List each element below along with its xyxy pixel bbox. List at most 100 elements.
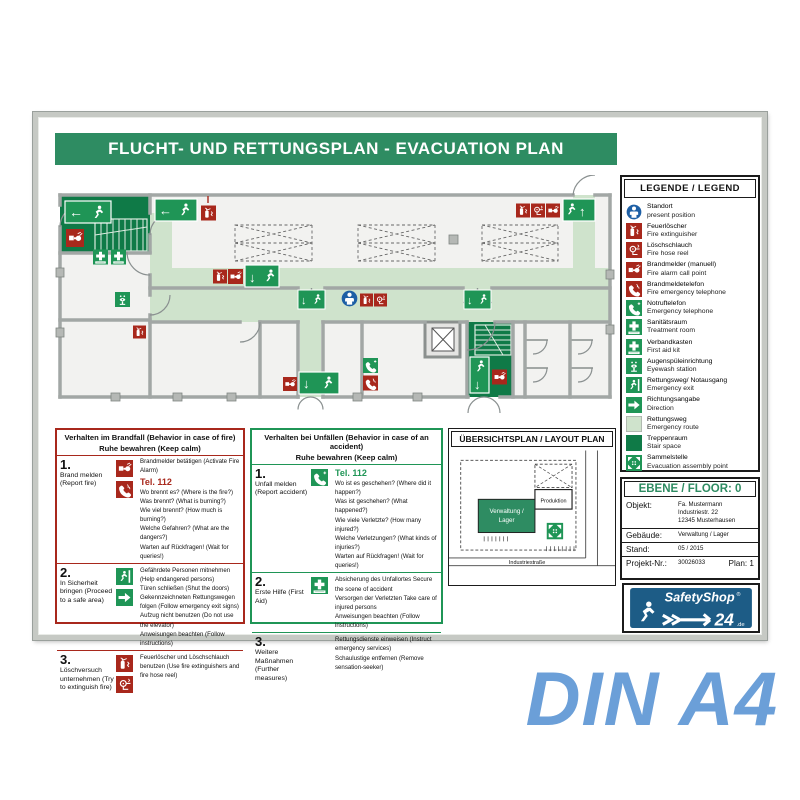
legend-label-de: Rettungsweg/ Notausgang: [647, 377, 728, 385]
instruction-line: Was ist geschehen? (What happened?): [335, 498, 408, 515]
storage-racks: [234, 224, 559, 262]
wall-columns: [55, 234, 615, 402]
exit-sign-stairwell-left: ←: [64, 200, 112, 224]
legend-label-de: Feuerlöscher: [647, 222, 687, 230]
instruction-section: 1. Brand melden (Report fire) Brandmelde…: [57, 455, 243, 563]
legend-label-de: Verbandkasten: [647, 338, 693, 346]
emergency-phone-icon: [363, 358, 378, 373]
legend-item: Richtungsangabe Direction: [626, 395, 754, 414]
section-number: 1.: [255, 466, 266, 481]
legend-icon: [626, 242, 642, 258]
legend-label-en: Direction: [647, 404, 674, 412]
emergency-number: Tel. 112: [140, 476, 172, 487]
legend-label-de: Sammelstelle: [647, 454, 688, 462]
production-building: Produktion: [534, 463, 573, 510]
din-a4-label: DIN A4: [525, 657, 778, 742]
legend-label-en: Fire emergency telephone: [647, 288, 726, 296]
instruction-section: 1. Unfall melden (Report accident) Tel. …: [252, 464, 441, 572]
legend-item: Verbandkasten First aid kit: [626, 337, 754, 356]
legend-label-de: Sanitätsraum: [647, 319, 688, 327]
legend-label-en: Emergency telephone: [647, 308, 714, 316]
emergency-number: Tel. 112: [335, 468, 367, 478]
instruction-line: Wie viele Verletzte? (How many injured?): [335, 516, 422, 533]
svg-text:®: ®: [736, 591, 740, 598]
fire-extinguisher-icon: [201, 204, 216, 222]
legend-icon: [626, 339, 642, 355]
display-frame: FLUCHT- UND RETTUNGSPLAN - EVACUATION PL…: [32, 111, 768, 682]
instruction-line: Fa. Mustermann: [678, 501, 723, 508]
legend-label-en: Eyewash station: [647, 366, 697, 374]
site-map: Produktion Verwaltung / Lager Industries…: [449, 450, 615, 567]
exitsign-icon: [116, 568, 133, 585]
direction-icon: [116, 589, 133, 606]
plan-number: Plan: 1: [728, 558, 755, 568]
instruction-line: Türen schließen (Shut the doors): [140, 585, 230, 593]
section-number: 3.: [60, 652, 71, 668]
administration-building: Verwaltung / Lager: [477, 498, 536, 534]
legend-items: Standort present position Feuerlöscher F…: [622, 200, 758, 474]
info-row: Projekt-Nr.: 30026033 Plan: 1: [622, 555, 758, 570]
instruction-line: Schaulustige entfernen (Remove sensation…: [335, 654, 424, 671]
section-label: Unfall melden (Report accident): [255, 481, 308, 497]
exit-sign-corridor-a: ↓: [297, 289, 326, 310]
instruction-line: Gefährdete Personen mitnehmen (Help enda…: [140, 566, 231, 583]
instruction-line: Rettungsdienste einweisen (Instruct emer…: [335, 636, 432, 653]
instruction-line: 12345 Musterhausen: [678, 517, 736, 525]
instruction-line: Welche Verletzungen? (What kinds of inju…: [335, 534, 437, 551]
svg-text:←: ←: [159, 203, 172, 218]
firephone-icon: [116, 481, 133, 498]
section-number: 2.: [60, 564, 71, 580]
floor-plan: ← ← ↑ ↓ ↓: [55, 175, 615, 414]
exit-sign-bottom-passage: ↓: [298, 371, 340, 395]
section-label: In Sicherheit bringen (Proceed to a safe…: [60, 579, 113, 604]
legend-label-en: Fire hose reel: [647, 250, 689, 258]
walls: [58, 193, 612, 399]
legend-item: Feuerlöscher Fire extinguisher: [626, 221, 754, 240]
legend-icon: [626, 377, 642, 393]
instruction-section: 2. In Sicherheit bringen (Proceed to a s…: [57, 562, 243, 650]
legend-panel: LEGENDE / LEGEND Standort present positi…: [620, 175, 760, 472]
legend-icon: [626, 416, 642, 432]
instruction-line: Wo brennt es? (Where is the fire?): [140, 488, 234, 496]
svg-text:↓: ↓: [303, 376, 310, 391]
legend-item: Augenspüleinrichtung Eyewash station: [626, 356, 754, 375]
fire-box-title: Verhalten im Brandfall (Behavior in case…: [64, 433, 236, 442]
accident-box-title: Verhalten bei Unfällen (Behavior in case…: [264, 433, 429, 451]
legend-icon: [626, 262, 642, 278]
info-label: Objekt:: [626, 501, 652, 510]
exit-sign-hall-mid: ↓: [244, 264, 280, 288]
eyewash-icon: [115, 292, 130, 307]
legend-icon: [626, 455, 642, 471]
legend-item: Treppenraum Stair space: [626, 434, 754, 453]
page-title: FLUCHT- UND RETTUNGSPLAN - EVACUATION PL…: [55, 133, 617, 165]
legend-label-en: Evacuation assembly point: [647, 462, 728, 470]
accident-behavior-box: Verhalten bei Unfällen (Behavior in case…: [250, 428, 443, 682]
section-label: Löschversuch unternehmen (Try to extingu…: [60, 667, 114, 692]
legend-label-de: Treppenraum: [647, 435, 688, 443]
legend-item: Standort present position: [626, 202, 754, 221]
treatment-room-icon: [93, 249, 108, 265]
svg-text:Verwaltung /: Verwaltung /: [489, 508, 524, 515]
info-label: Stand:: [626, 544, 650, 554]
fire-behavior-box: Verhalten im Brandfall (Behavior in case…: [55, 428, 245, 624]
legend-icon: [626, 397, 642, 413]
section-number: 2.: [255, 574, 266, 590]
fire-hose-icon: [531, 202, 545, 219]
instruction-line: Versorgen der Verletzten Take care of in…: [335, 594, 437, 611]
section-number: 1.: [60, 457, 71, 472]
instruction-line: Verwaltung / Lager: [678, 530, 729, 538]
legend-item: Brandmeldetelefon Fire emergency telepho…: [626, 279, 754, 298]
legend-icon: [626, 281, 642, 297]
legend-item: Sammelstelle Evacuation assembly point: [626, 453, 754, 472]
legend-label-en: First aid kit: [647, 346, 680, 354]
svg-text:Produktion: Produktion: [540, 498, 566, 504]
accident-box-subtitle: Ruhe bewahren (Keep calm): [295, 453, 398, 462]
instruction-line: Gekennzeichneten Rettungswegen folgen (F…: [140, 594, 239, 611]
section-number: 3.: [255, 634, 266, 650]
alarm-icon: [116, 460, 133, 477]
hose-icon: [116, 676, 133, 693]
svg-text:↓: ↓: [467, 295, 473, 307]
